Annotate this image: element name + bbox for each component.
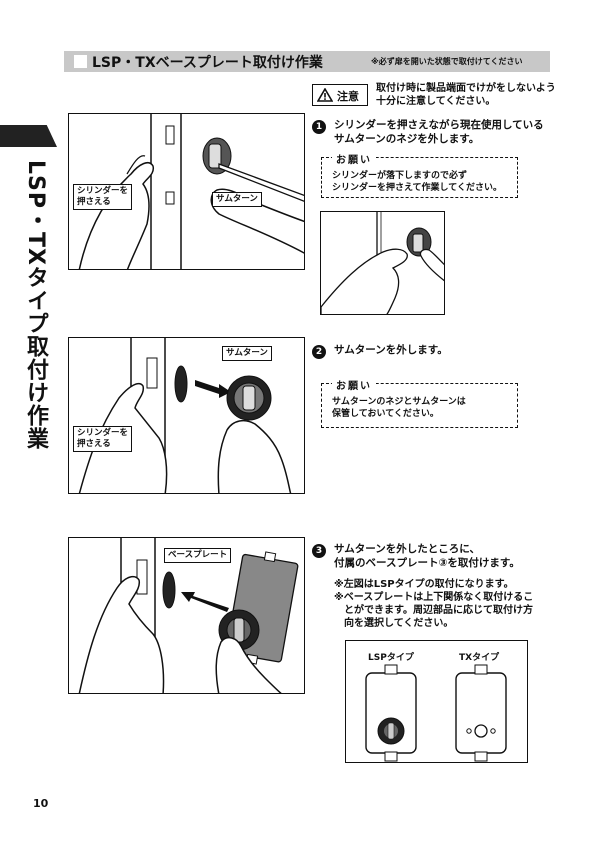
page-number: 10 — [33, 797, 49, 810]
tx-type-label: TXタイプ — [459, 653, 500, 663]
caution-text: 取付け時に製品端面でけがをしないよう 十分に注意してください。 — [376, 83, 556, 107]
step2-illustration: サムターン シリンダーを 押さえる — [68, 337, 305, 494]
side-tab — [0, 125, 57, 147]
section-note: ※必ず扉を開いた状態で取付けてください — [371, 57, 523, 66]
step1-detail-illustration — [320, 211, 445, 315]
caution-badge: 注意 — [312, 84, 368, 106]
cylinder-tag: シリンダーを 押さえる — [73, 426, 133, 452]
request-title: お願い — [332, 151, 376, 166]
step1-request: お願い シリンダーが落下しますので必ず シリンダーを押さえて作業してください。 — [321, 151, 518, 198]
lsp-type-label: LSPタイプ — [368, 653, 414, 663]
thumbturn-tag: サムターン — [222, 346, 272, 361]
warning-icon — [317, 88, 333, 102]
step2-text: サムターンを外します。 — [334, 344, 448, 356]
step1-number: 1 — [312, 120, 326, 134]
header-square-icon — [74, 55, 87, 68]
section-header: LSP・TXベースプレート取付け作業 ※必ず扉を開いた状態で取付けてください — [64, 51, 550, 72]
step3-illustration: ベースプレート — [68, 537, 305, 694]
step3-text: サムターンを外したところに、 付属のベースプレート③を取付けます。 — [334, 543, 520, 569]
step3-remarks: ※左図はLSPタイプの取付になります。 ※ベースプレートは上下関係なく取付けるこ… — [334, 579, 534, 629]
step1-illustration: シリンダーを 押さえる サムターン — [68, 113, 305, 270]
cylinder-tag: シリンダーを 押さえる — [73, 184, 133, 210]
caution-label: 注意 — [337, 90, 359, 103]
section-title: LSP・TXベースプレート取付け作業 — [92, 55, 323, 71]
thumbturn-tag: サムターン — [212, 192, 262, 207]
step2-number: 2 — [312, 345, 326, 359]
step2-request: お願い サムターンのネジとサムターンは 保管しておいてください。 — [321, 377, 518, 428]
baseplate-tag: ベースプレート — [164, 548, 232, 563]
side-title: LSP・TXタイプ取付け作業 — [23, 160, 48, 450]
type-comparison: LSPタイプ TXタイプ — [345, 640, 528, 763]
request-title: お願い — [332, 377, 376, 392]
step1-text: シリンダーを押さえながら現在使用している サムターンのネジを外します。 — [334, 119, 544, 145]
step3-number: 3 — [312, 544, 326, 558]
